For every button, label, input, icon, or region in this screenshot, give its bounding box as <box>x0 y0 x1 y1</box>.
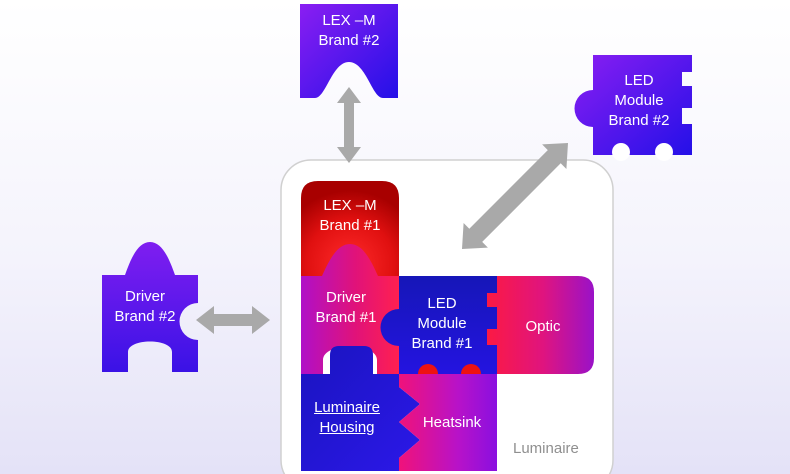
lex-m-brand2-line1: LEX –M <box>322 12 376 29</box>
led-module-brand1-line1: LED <box>427 295 457 312</box>
lex-m-brand2-label: LEX –M Brand #2 <box>300 11 398 51</box>
driver-brand2-line1: Driver <box>125 288 165 305</box>
luminaire-housing-line2: Housing <box>319 419 375 436</box>
led-module-brand2-bump-right <box>655 143 673 161</box>
driver-brand2-label: Driver Brand #2 <box>100 287 190 327</box>
lex-m-brand2-line2: Brand #2 <box>318 32 380 49</box>
led-module-brand2-line3: Brand #2 <box>608 112 670 129</box>
optic-shape <box>480 276 594 374</box>
luminaire-housing-label: Luminaire Housing <box>301 398 393 438</box>
lex-m-brand2-shape <box>300 4 398 98</box>
lex-m-brand1-line2: Brand #1 <box>319 217 381 234</box>
lex-m-brand1-shape <box>301 181 399 278</box>
led-module-brand1-shape <box>380 276 497 374</box>
driver-brand1-line1: Driver <box>326 289 366 306</box>
led-module-brand2-shape <box>574 55 692 155</box>
driver-brand2-shape <box>102 242 198 372</box>
optic-label: Optic <box>525 318 561 335</box>
driver-brand1-label: Driver Brand #1 <box>301 288 391 328</box>
heatsink-shape <box>399 374 497 471</box>
arrow-lex-m <box>337 87 361 163</box>
lex-m-brand1-label: LEX –M Brand #1 <box>301 196 399 236</box>
led-module-brand2-label: LED Module Brand #2 <box>594 71 684 131</box>
led-module-brand1-line2: Module <box>417 315 467 332</box>
luminaire-label: Luminaire <box>513 440 579 457</box>
led-module-brand1-line3: Brand #1 <box>411 335 473 352</box>
lex-m-brand1-line1: LEX –M <box>323 197 377 214</box>
heatsink-label: Heatsink <box>422 414 482 431</box>
driver-brand1-line2: Brand #1 <box>315 309 377 326</box>
led-module-brand1-label: LED Module Brand #1 <box>400 294 484 354</box>
driver-brand1-shape <box>301 244 399 374</box>
led-module-brand2-line2: Module <box>614 92 664 109</box>
led-module-brand2-line1: LED <box>624 72 654 89</box>
led-module-brand2-bump-left <box>612 143 630 161</box>
arrow-driver <box>196 306 270 334</box>
driver-brand2-line2: Brand #2 <box>114 308 176 325</box>
luminaire-housing-line1: Luminaire <box>314 399 380 416</box>
luminaire-housing-shape <box>301 346 420 471</box>
arrow-led-module <box>462 143 568 249</box>
